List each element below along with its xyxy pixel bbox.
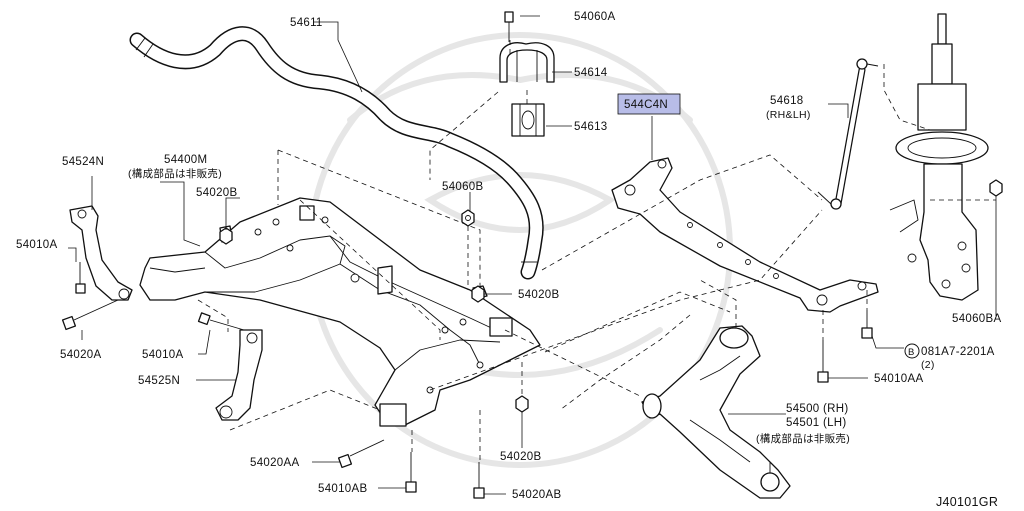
strut-assembly[interactable] — [889, 13, 989, 301]
label-54524N[interactable]: 54524N — [62, 156, 104, 168]
bolt-54020A[interactable] — [61, 299, 119, 331]
bushing-bracket[interactable] — [499, 11, 555, 83]
label-54611[interactable]: 54611 — [290, 17, 323, 29]
label-54614[interactable]: 54614 — [574, 67, 608, 79]
label-54400M[interactable]: 54400M — [164, 154, 207, 166]
label-54020AA[interactable]: 54020AA — [250, 457, 299, 469]
label-54500-rh[interactable]: 54500 (RH) — [786, 403, 848, 415]
bolt-54010A-mid[interactable] — [197, 312, 245, 331]
member-stay-upper[interactable] — [69, 205, 133, 301]
label-54500-note: (構成部品は非販売) — [756, 432, 850, 445]
label-54020B-low[interactable]: 54020B — [500, 451, 541, 463]
label-54010A-mid[interactable]: 54010A — [142, 349, 183, 361]
front-suspension-member[interactable] — [139, 197, 541, 427]
label-54060A[interactable]: 54060A — [574, 11, 615, 23]
label-54010A-left[interactable]: 54010A — [16, 239, 57, 251]
label-54613[interactable]: 54613 — [574, 121, 607, 133]
nut-54020B-mid[interactable] — [471, 285, 485, 303]
circled-b-letter: B — [908, 347, 914, 358]
label-54060B[interactable]: 54060B — [442, 181, 483, 193]
label-54010AB[interactable]: 54010AB — [318, 483, 367, 495]
label-54020B-top[interactable]: 54020B — [196, 187, 237, 199]
member-stay-lower[interactable] — [215, 329, 263, 421]
leader-lines — [68, 15, 997, 495]
label-54525N[interactable]: 54525N — [138, 375, 180, 387]
label-54400M-note: (構成部品は非販売) — [128, 167, 222, 180]
label-544C4N[interactable]: 544C4N — [624, 99, 668, 111]
bolt-54020AA[interactable] — [337, 439, 385, 469]
nut-54060BA[interactable] — [989, 179, 1003, 197]
label-54020A[interactable]: 54020A — [60, 349, 101, 361]
bolt-081A7[interactable] — [861, 310, 873, 339]
circled-b-marker — [904, 343, 920, 359]
nut-54060B[interactable] — [461, 209, 475, 227]
connecting-rod[interactable] — [817, 58, 879, 210]
assembly-lines — [197, 40, 996, 462]
bushing[interactable] — [511, 103, 545, 137]
label-081A7-qty: (2) — [921, 359, 935, 371]
bolt-54010A-left[interactable] — [75, 262, 86, 294]
diagram-code: J40101GR — [936, 495, 998, 509]
member-stay-rear[interactable] — [611, 157, 879, 313]
label-54020B-mid[interactable]: 54020B — [518, 289, 559, 301]
label-54020AB[interactable]: 54020AB — [512, 489, 561, 501]
nut-54020B-low[interactable] — [515, 395, 529, 413]
nut-54020B-top[interactable] — [219, 227, 233, 245]
label-54060BA[interactable]: 54060BA — [952, 313, 1001, 325]
label-54618-qualifier: (RH&LH) — [766, 109, 811, 121]
bolt-54020AB[interactable] — [473, 462, 485, 499]
label-54010AA[interactable]: 54010AA — [874, 373, 923, 385]
stabilizer-bar[interactable] — [129, 26, 544, 280]
part-number-highlight — [617, 93, 681, 115]
transverse-link[interactable] — [641, 325, 791, 499]
label-081A7-2201A[interactable]: 081A7-2201A — [921, 346, 995, 358]
label-54501-lh[interactable]: 54501 (LH) — [786, 417, 847, 429]
bolt-54010AB[interactable] — [405, 452, 417, 493]
label-54618[interactable]: 54618 — [770, 95, 803, 107]
bolt-54010AA[interactable] — [817, 340, 829, 383]
part-labels: 54611 54060A 54614 54613 544C4N 54618 (R… — [16, 11, 1001, 509]
